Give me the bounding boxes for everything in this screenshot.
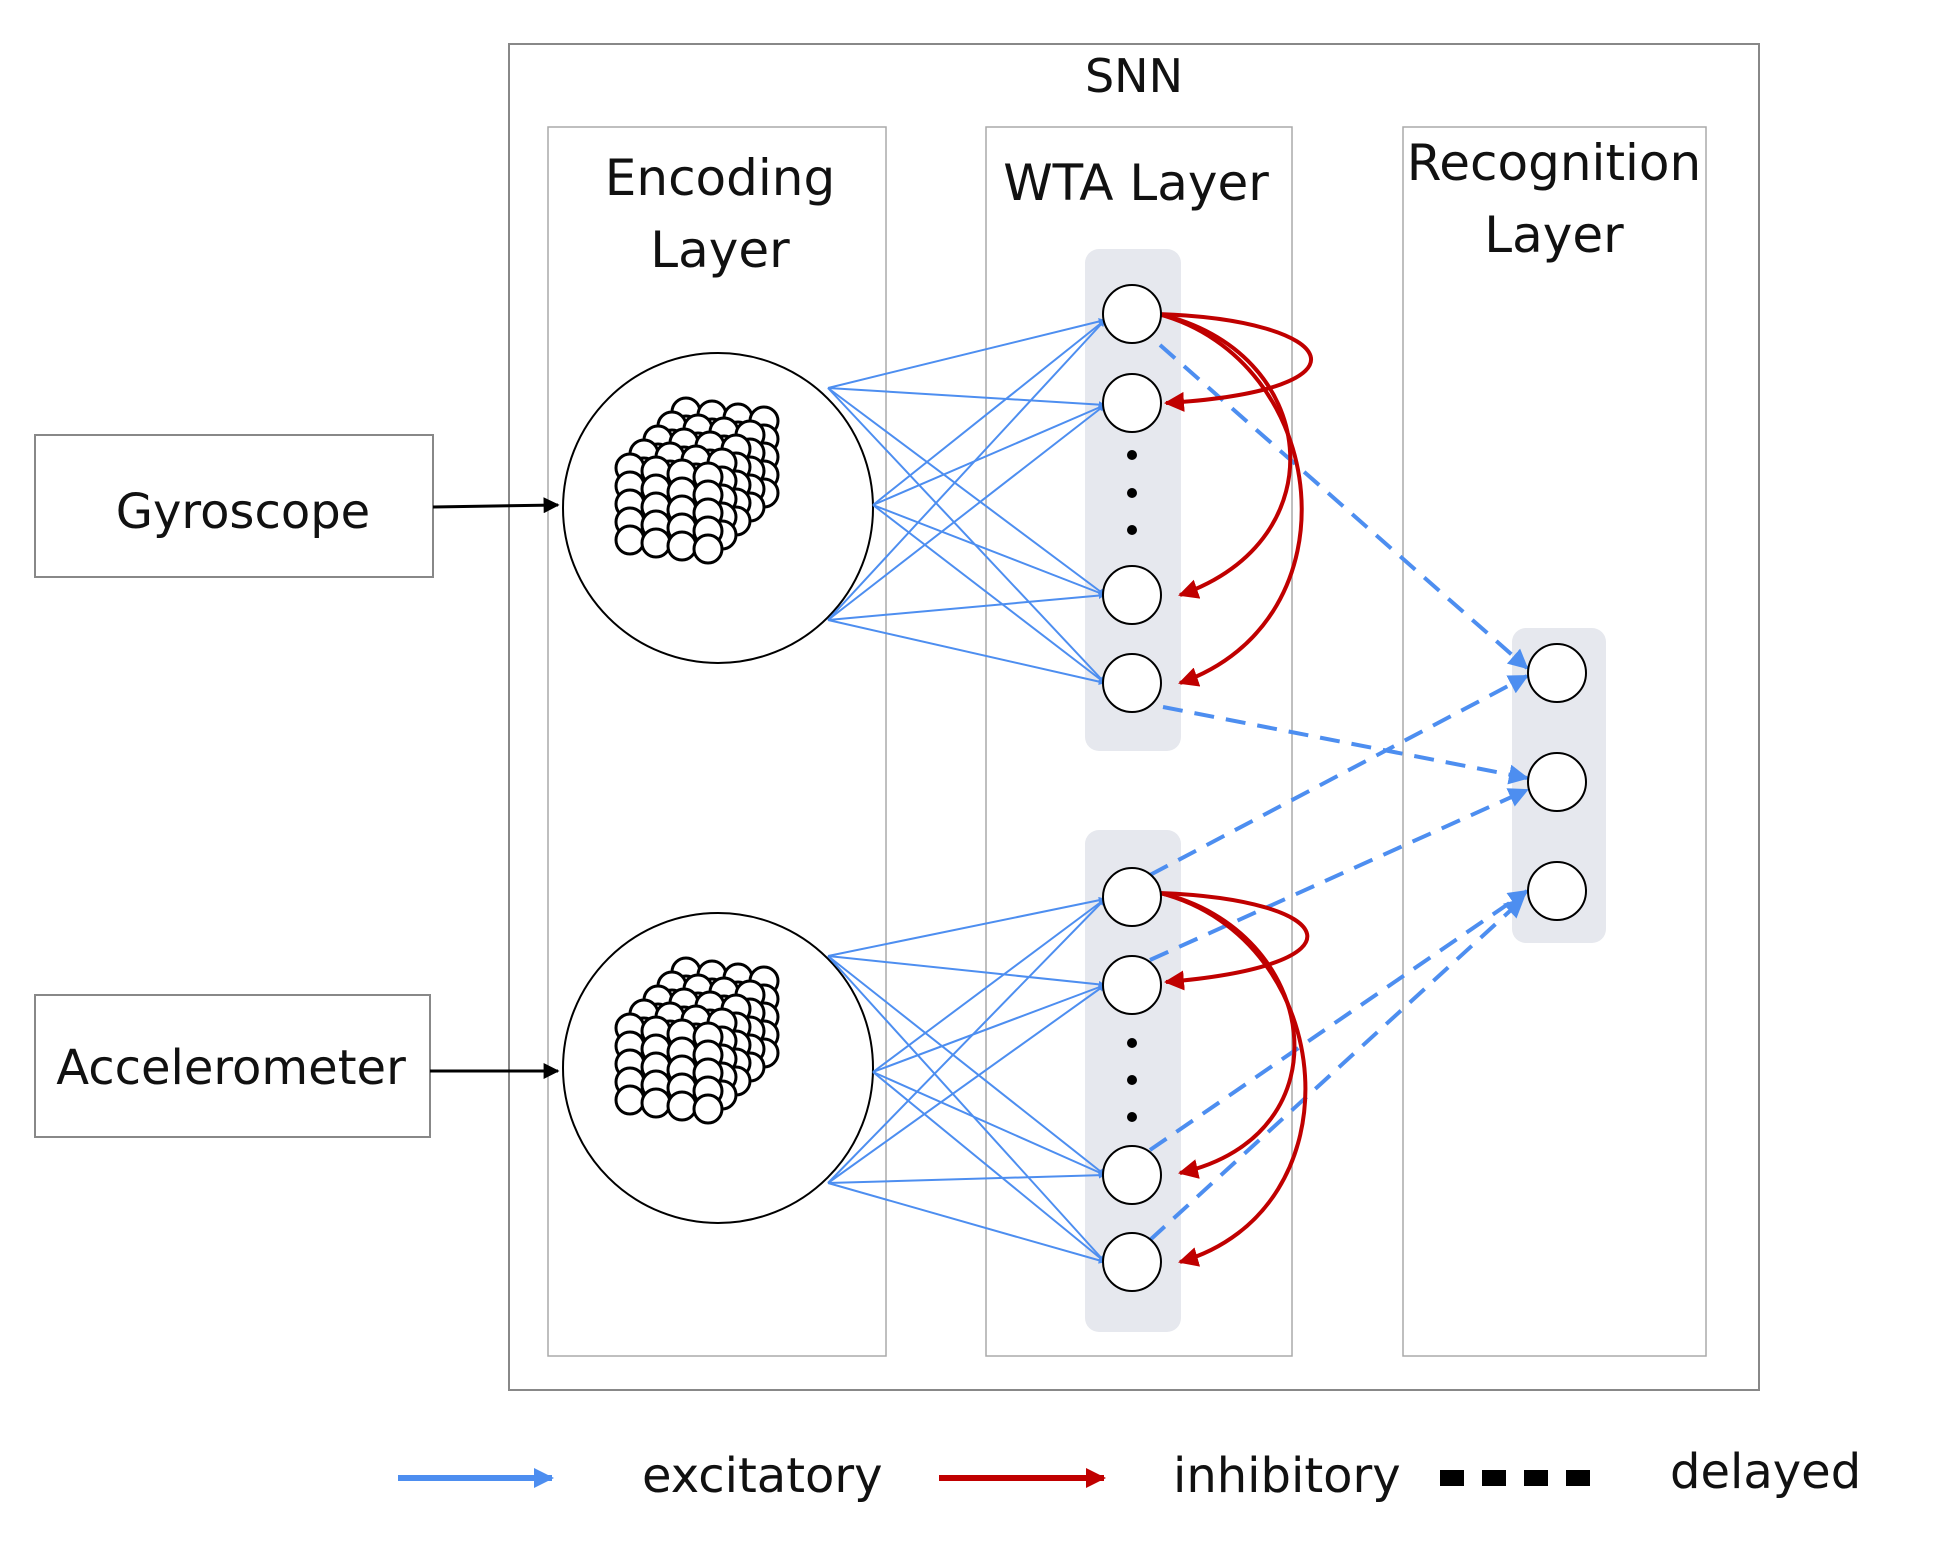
wta-neuron bbox=[1102, 867, 1162, 927]
inhibitory-connections-group-2 bbox=[1159, 891, 1310, 1267]
recognition-neuron bbox=[1527, 643, 1587, 703]
excitatory-connections-group-1 bbox=[827, 318, 1106, 686]
snn-title: SNN bbox=[1085, 49, 1183, 103]
wta-layer-panel bbox=[985, 126, 1293, 1357]
neuron-sphere bbox=[614, 1084, 646, 1116]
ellipsis-dot bbox=[1127, 1038, 1137, 1048]
legend-excitatory-label: excitatory bbox=[642, 1448, 883, 1504]
wta-group-1-background bbox=[1085, 249, 1181, 751]
ellipsis-dot bbox=[1127, 488, 1137, 498]
gyroscope-input-arrow bbox=[432, 497, 560, 514]
delayed-connections bbox=[1148, 343, 1529, 1242]
wta-neuron bbox=[1102, 653, 1162, 713]
neuron-sphere bbox=[614, 524, 646, 556]
neuron-sphere bbox=[640, 527, 672, 559]
wta-neuron bbox=[1102, 1232, 1162, 1292]
encoding-layer-title-line2: Layer bbox=[650, 221, 790, 279]
accelerometer-neuron-cube bbox=[614, 956, 780, 1125]
snn-frame bbox=[508, 43, 1760, 1391]
wta-layer-title: WTA Layer bbox=[1003, 154, 1269, 212]
ellipsis-dot bbox=[1127, 525, 1137, 535]
legend-delayed-label: delayed bbox=[1670, 1444, 1861, 1500]
encoding-layer-title-line1: Encoding bbox=[605, 149, 835, 207]
ellipsis-dot bbox=[1127, 450, 1137, 460]
accelerometer-box bbox=[34, 994, 431, 1138]
encoding-layer-panel bbox=[547, 126, 887, 1357]
gyroscope-label: Gyroscope bbox=[116, 484, 370, 540]
legend: excitatory inhibitory delayed bbox=[398, 1444, 1861, 1504]
wta-neuron bbox=[1102, 1145, 1162, 1205]
recognition-layer-panel bbox=[1402, 126, 1707, 1357]
wta-neuron bbox=[1102, 955, 1162, 1015]
wta-neuron bbox=[1102, 373, 1162, 433]
accelerometer-label: Accelerometer bbox=[56, 1040, 406, 1096]
ellipsis-dot bbox=[1127, 1112, 1137, 1122]
neuron-sphere bbox=[692, 533, 724, 565]
neuron-sphere bbox=[640, 1087, 672, 1119]
recognition-layer-title-line1: Recognition bbox=[1407, 134, 1701, 192]
neuron-sphere bbox=[666, 1090, 698, 1122]
wta-neuron bbox=[1102, 565, 1162, 625]
neuron-sphere bbox=[692, 1093, 724, 1125]
recognition-layer-title-line2: Layer bbox=[1484, 206, 1624, 264]
legend-inhibitory-label: inhibitory bbox=[1173, 1448, 1401, 1504]
wta-neuron bbox=[1102, 284, 1162, 344]
gyroscope-neuron-cube bbox=[614, 396, 780, 565]
neuron-sphere bbox=[666, 530, 698, 562]
ellipsis-dot bbox=[1127, 1075, 1137, 1085]
recognition-neuron bbox=[1527, 861, 1587, 921]
recognition-neuron bbox=[1527, 752, 1587, 812]
inhibitory-connections-group-1 bbox=[1157, 312, 1313, 687]
gyroscope-box bbox=[34, 434, 434, 578]
excitatory-connections-group-2 bbox=[827, 896, 1106, 1264]
